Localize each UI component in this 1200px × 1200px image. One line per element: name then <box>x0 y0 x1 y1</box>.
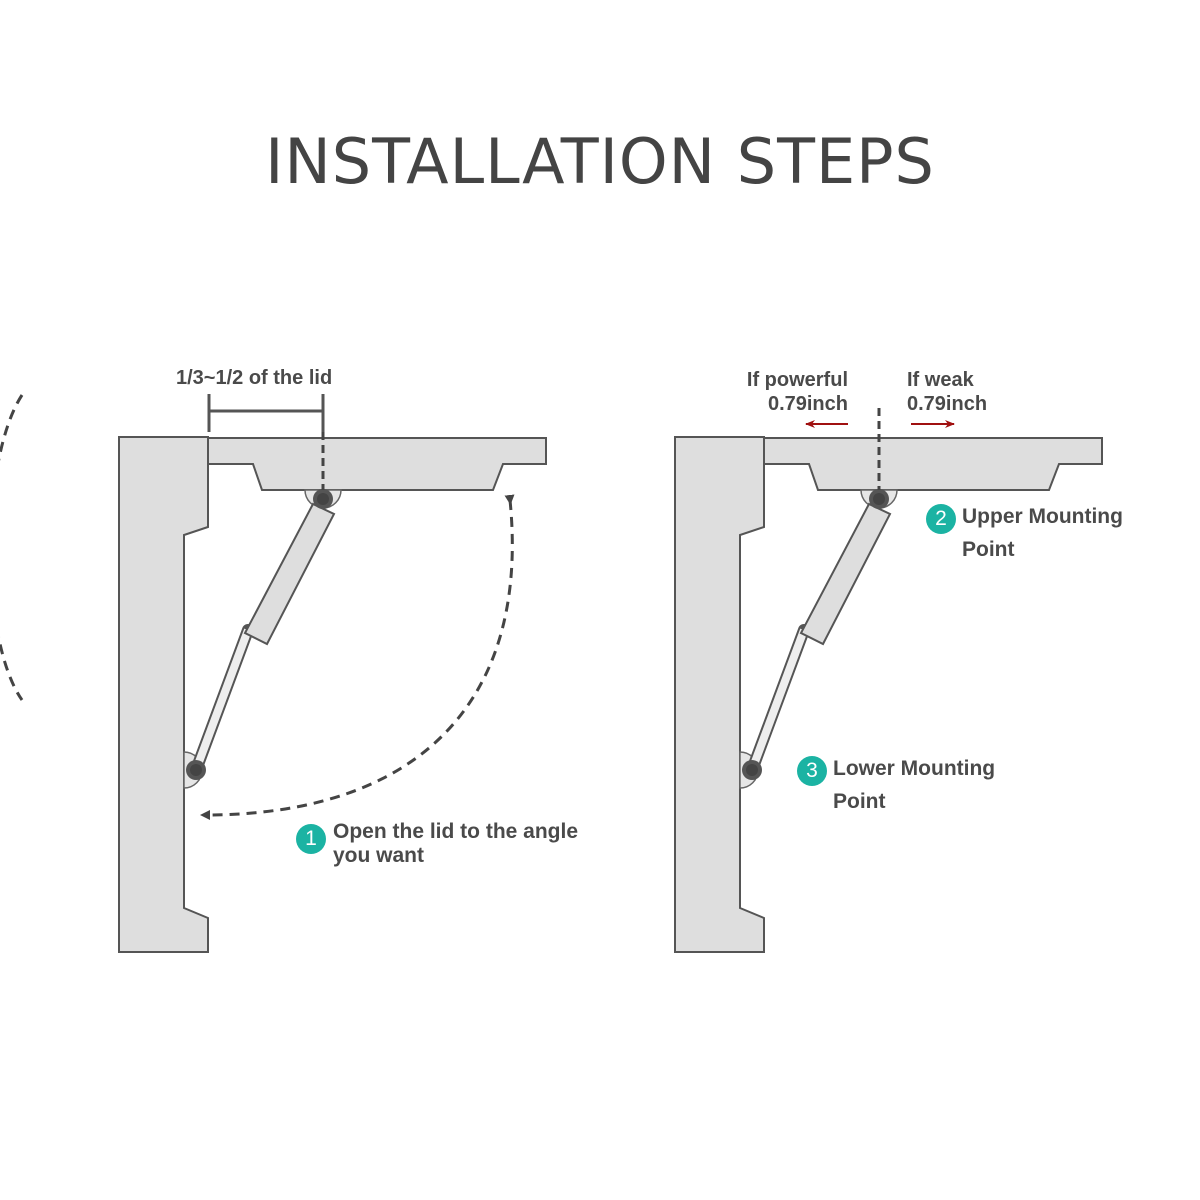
step-badge-1: 1 <box>296 824 326 854</box>
step2-line2: Point <box>962 538 1015 561</box>
page-title: INSTALLATION STEPS <box>265 125 935 198</box>
weak-line1: If weak <box>907 369 974 391</box>
step2-line1: Upper Mounting <box>962 505 1123 528</box>
left-assembly <box>119 437 546 952</box>
weak-line2: 0.79inch <box>907 393 988 415</box>
step1-line2: you want <box>333 844 425 867</box>
dimension-label: 1/3~1/2 of the lid <box>176 367 333 389</box>
step1-label: Open the lid to the angle you want <box>333 820 578 868</box>
open-lid-arrow <box>200 494 515 820</box>
step3-line2: Point <box>833 790 886 813</box>
if-powerful-label: If powerful 0.79inch <box>700 368 848 416</box>
step2-label: Upper Mounting Point <box>962 500 1123 566</box>
partial-arc <box>0 394 24 701</box>
step-badge-2: 2 <box>926 504 956 534</box>
step1-line1: Open the lid to the angle <box>333 820 579 843</box>
step3-line1: Lower Mounting <box>833 757 996 780</box>
step3-label: Lower Mounting Point <box>833 752 995 818</box>
powerful-line1: If powerful <box>746 369 848 391</box>
powerful-line2: 0.79inch <box>767 393 848 415</box>
step-badge-3: 3 <box>797 756 827 786</box>
if-weak-label: If weak 0.79inch <box>907 368 987 416</box>
dimension-bracket <box>207 394 325 490</box>
